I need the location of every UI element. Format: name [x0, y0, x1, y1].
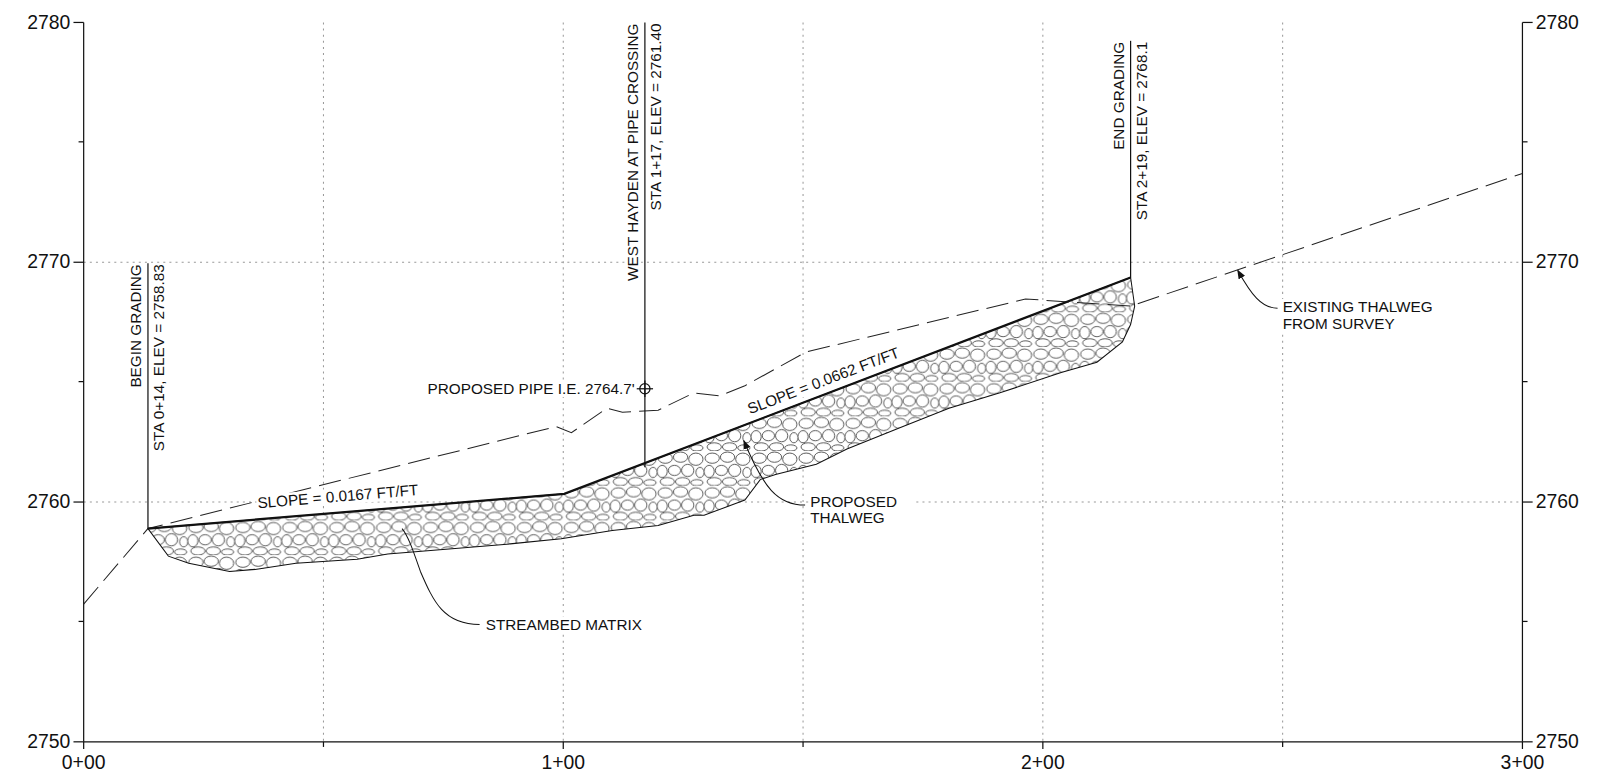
station-value: 1+00 [540, 753, 586, 773]
station-note: STA 1+17, ELEV = 2761.40 [648, 22, 664, 211]
axis-frame [73, 22, 1532, 749]
axis-value: 2780 [1535, 12, 1580, 32]
axis-value: 2760 [26, 492, 71, 512]
station-note: WEST HAYDEN AT PIPE CROSSING [625, 22, 641, 281]
station-note: END GRADING [1110, 41, 1126, 151]
station-value: 0+00 [61, 753, 107, 773]
axis-value: 2750 [26, 732, 71, 752]
existing-thalweg [84, 173, 1523, 604]
callout-label: STREAMBED MATRIX [485, 616, 643, 632]
axis-value: 2770 [26, 252, 71, 272]
streambed-matrix [148, 278, 1135, 572]
callout-leaders [402, 270, 1278, 624]
station-note: BEGIN GRADING [128, 263, 144, 388]
axis-value: 2780 [26, 12, 71, 32]
slope-note: SLOPE = 0.0167 FT/FT [256, 482, 420, 512]
axis-value: 2770 [1535, 252, 1580, 272]
callout-label: PROPOSED THALWEG [809, 494, 913, 526]
axis-value: 2760 [1535, 492, 1580, 512]
callout-label: EXISTING THALWEG FROM SURVEY [1282, 299, 1463, 331]
station-value: 2+00 [1020, 753, 1066, 773]
proposed-thalweg [148, 278, 1131, 529]
station-note: STA 2+19, ELEV = 2768.1 [1134, 41, 1150, 221]
grid-lines [84, 22, 1523, 741]
station-note: STA 0+14, ELEV = 2758.83 [151, 263, 167, 452]
axis-value: 2750 [1535, 732, 1580, 752]
pipe-invert-marker [637, 381, 653, 397]
station-value: 3+00 [1500, 753, 1546, 773]
pipe-invert-note: PROPOSED PIPE I.E. 2764.7' [427, 381, 636, 397]
station-lines [148, 22, 1131, 528]
